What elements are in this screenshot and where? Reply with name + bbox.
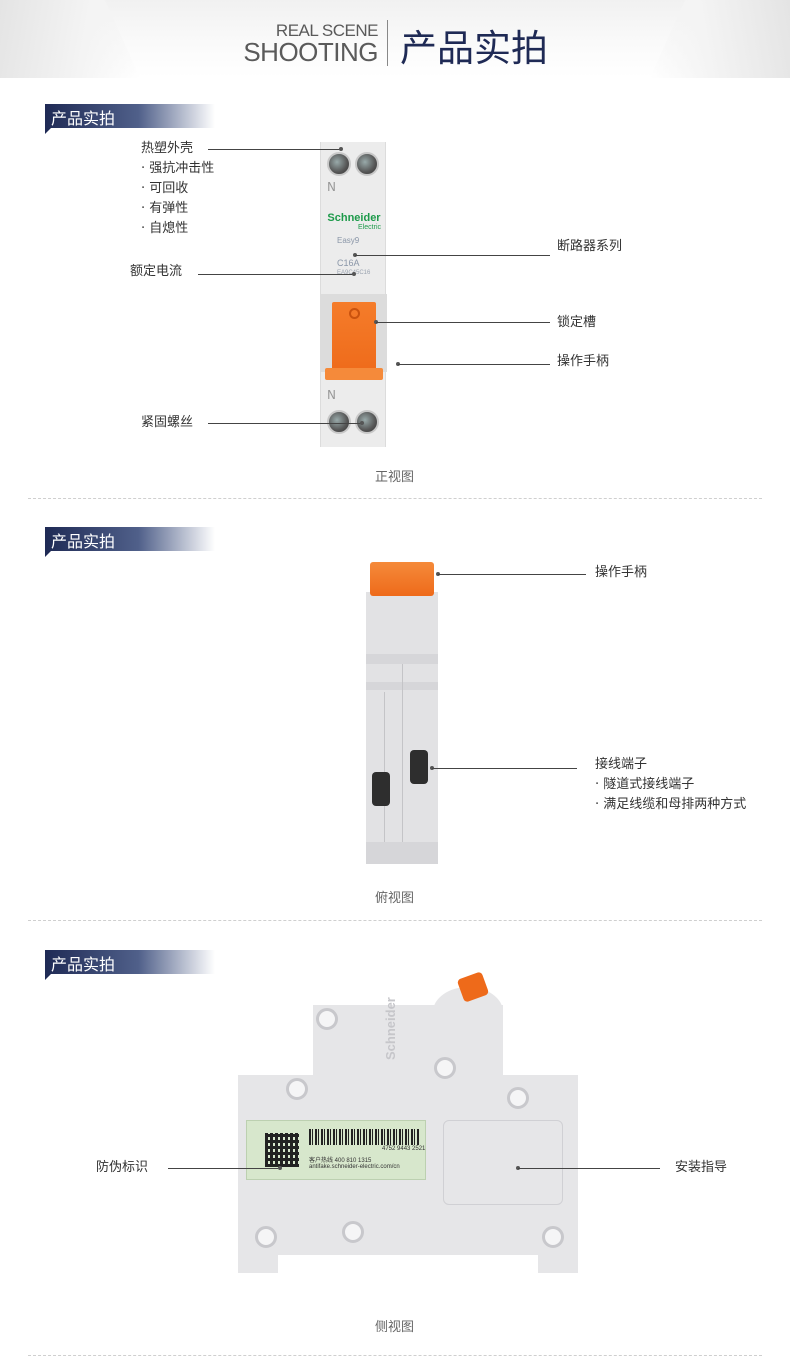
- section-tag-side: 产品实拍: [45, 950, 215, 980]
- callout-handle-top: 操作手柄: [595, 565, 648, 580]
- breaker-handle: [332, 302, 376, 376]
- mount-hole-icon: [255, 1226, 277, 1248]
- header-banner: REAL SCENE SHOOTING 产品实拍: [0, 0, 790, 78]
- callout-install-guide: 安装指导: [675, 1160, 728, 1175]
- terminal-letter: N: [327, 180, 336, 194]
- mount-hole-icon: [342, 1221, 364, 1243]
- callout-line: [518, 1168, 660, 1169]
- callout-line: [355, 255, 550, 256]
- terminal-port-icon: [410, 750, 428, 784]
- banner-right-decoration: [650, 0, 790, 78]
- caption-front-view: 正视图: [375, 470, 415, 485]
- banner-left-decoration: [0, 0, 140, 78]
- barcode-number: 4752 9443 2521: [382, 1146, 426, 1152]
- terminal-screw-icon: [355, 152, 379, 176]
- brand-logo-vertical: Schneider: [383, 997, 398, 1060]
- callout-line: [376, 322, 550, 323]
- shell-feature: · 自熄性: [141, 221, 189, 236]
- breaker-top-image: [366, 562, 438, 864]
- terminal-feature: · 满足线缆和母排两种方式: [595, 797, 747, 812]
- callout-shell: 热塑外壳: [141, 141, 194, 156]
- callout-line: [208, 423, 361, 424]
- mount-hole-icon: [286, 1078, 308, 1100]
- terminal-screw-icon: [327, 152, 351, 176]
- install-guide-diagram: [443, 1120, 563, 1205]
- section-tag-label: 产品实拍: [51, 109, 116, 128]
- banner-english-line2: SHOOTING: [243, 37, 378, 67]
- handle-base: [325, 368, 383, 380]
- section-divider: [28, 1355, 762, 1356]
- antifake-url: antifake.schneider-electric.com/cn: [309, 1164, 400, 1170]
- callout-anti-fake: 防伪标识: [96, 1160, 149, 1175]
- callout-series: 断路器系列: [557, 239, 623, 254]
- anti-fake-label: 4752 9443 2521 客户热线 400 810 1315 antifak…: [246, 1120, 426, 1180]
- barcode-icon: [309, 1129, 419, 1145]
- breaker-handle: [370, 562, 434, 596]
- brand-logo: Schneider: [327, 212, 381, 224]
- product-rating: C16A: [337, 258, 360, 268]
- hotline-text: 客户热线 400 810 1315: [309, 1158, 372, 1164]
- callout-line: [432, 768, 577, 769]
- banner-divider: [387, 20, 388, 66]
- terminal-letter: N: [327, 388, 336, 402]
- shell-feature: · 有弹性: [141, 201, 189, 216]
- section-tag-label: 产品实拍: [51, 955, 116, 974]
- callout-rated-current: 额定电流: [130, 264, 183, 279]
- caption-top-view: 俯视图: [375, 891, 415, 906]
- shell-feature: · 可回收: [141, 181, 189, 196]
- callout-screw: 紧固螺丝: [141, 415, 194, 430]
- banner-english-line1: REAL SCENE: [275, 21, 379, 40]
- section-divider: [28, 920, 762, 921]
- product-series: Easy9: [337, 236, 360, 245]
- terminal-screw-icon: [327, 410, 351, 434]
- breaker-side-image: Schneider 4752 9443 2521 客户热线 400 810 13…: [238, 971, 578, 1280]
- qr-code-icon: [265, 1133, 299, 1167]
- section-tag-front: 产品实拍: [45, 104, 215, 134]
- terminal-feature: · 隧道式接线端子: [595, 777, 695, 792]
- callout-handle: 操作手柄: [557, 354, 610, 369]
- banner-chinese-title: 产品实拍: [400, 27, 548, 70]
- mount-hole-icon: [434, 1057, 456, 1079]
- caption-side-view: 侧视图: [375, 1320, 415, 1335]
- shell-feature: · 强抗冲击性: [141, 161, 215, 176]
- section-divider: [28, 498, 762, 499]
- callout-line: [198, 274, 353, 275]
- mount-hole-icon: [542, 1226, 564, 1248]
- callout-line: [208, 149, 340, 150]
- breaker-front-image: N Schneider Electric Easy9 C16A EA9C45C1…: [320, 142, 387, 447]
- section-tag-label: 产品实拍: [51, 532, 116, 551]
- mount-hole-icon: [507, 1087, 529, 1109]
- section-tag-top: 产品实拍: [45, 527, 215, 557]
- callout-line: [168, 1168, 278, 1169]
- callout-line: [398, 364, 550, 365]
- callout-line: [438, 574, 586, 575]
- lock-hole-icon: [349, 308, 360, 319]
- brand-logo-sub: Electric: [358, 224, 381, 231]
- callout-terminal: 接线端子: [595, 757, 648, 772]
- terminal-screw-icon: [355, 410, 379, 434]
- terminal-port-icon: [372, 772, 390, 806]
- callout-lock-slot: 锁定槽: [557, 315, 597, 330]
- mount-hole-icon: [316, 1008, 338, 1030]
